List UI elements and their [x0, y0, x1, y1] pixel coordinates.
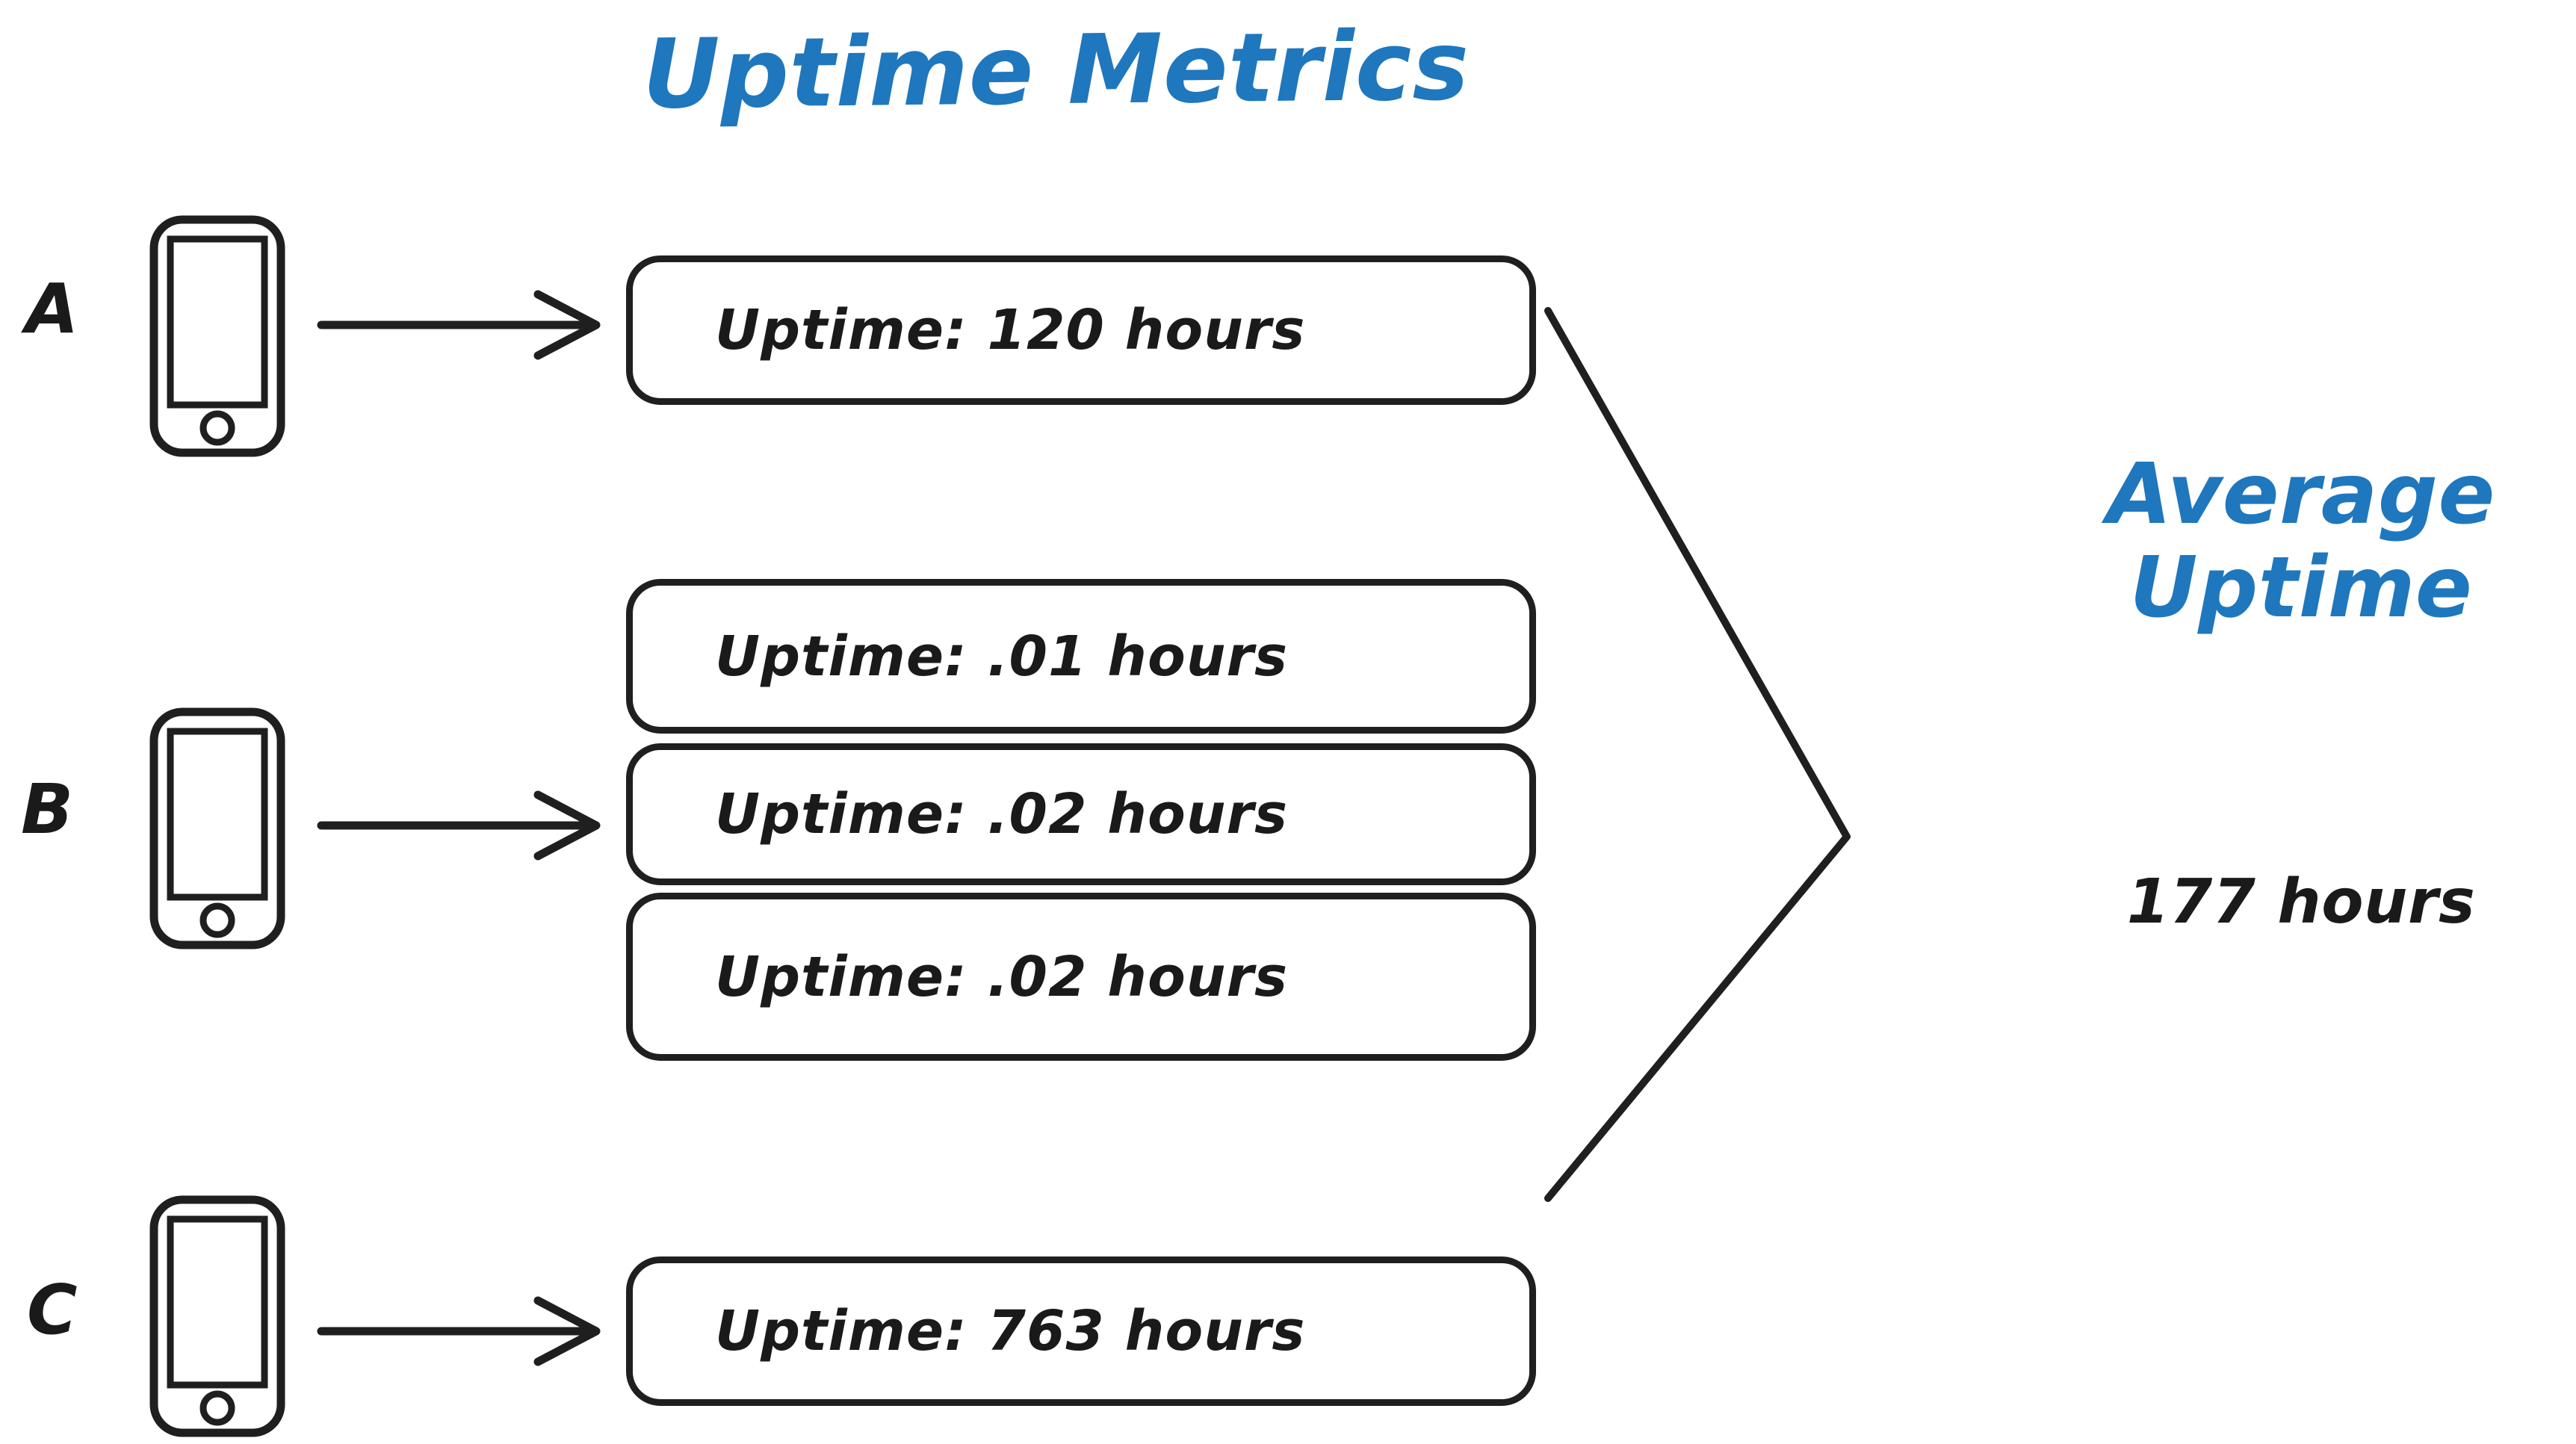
smartphone-icon — [149, 707, 285, 949]
metric-label: Uptime: .02 hours — [715, 782, 1289, 846]
metric-box[interactable]: Uptime: 120 hours — [626, 255, 1536, 405]
metric-box[interactable]: Uptime: 763 hours — [626, 1256, 1536, 1406]
summary-title: Average Uptime — [2017, 446, 2576, 637]
metric-box[interactable]: Uptime: .01 hours — [626, 579, 1536, 734]
summary-title-line-2: Uptime — [2129, 539, 2473, 637]
metric-label: Uptime: .02 hours — [715, 944, 1289, 1009]
metric-box[interactable]: Uptime: .02 hours — [626, 893, 1536, 1061]
smartphone-icon — [149, 1195, 285, 1437]
metric-label: Uptime: 763 hours — [715, 1299, 1306, 1363]
arrow-right-icon — [317, 290, 601, 360]
metric-label: Uptime: .01 hours — [715, 624, 1289, 689]
page-title: Uptime Metrics — [642, 10, 1470, 131]
row-label-c: C — [27, 1270, 78, 1350]
metric-box[interactable]: Uptime: .02 hours — [626, 743, 1536, 885]
metric-label: Uptime: 120 hours — [715, 298, 1306, 362]
arrow-right-icon — [317, 1296, 601, 1366]
summary-title-line-1: Average — [2107, 446, 2495, 543]
summary-value: 177 hours — [2126, 867, 2476, 938]
row-label-a: A — [25, 269, 79, 349]
row-label-b: B — [21, 769, 74, 849]
arrow-right-icon — [317, 790, 601, 861]
smartphone-icon — [149, 215, 285, 457]
chevron-right-connector-icon — [1544, 307, 1851, 1202]
